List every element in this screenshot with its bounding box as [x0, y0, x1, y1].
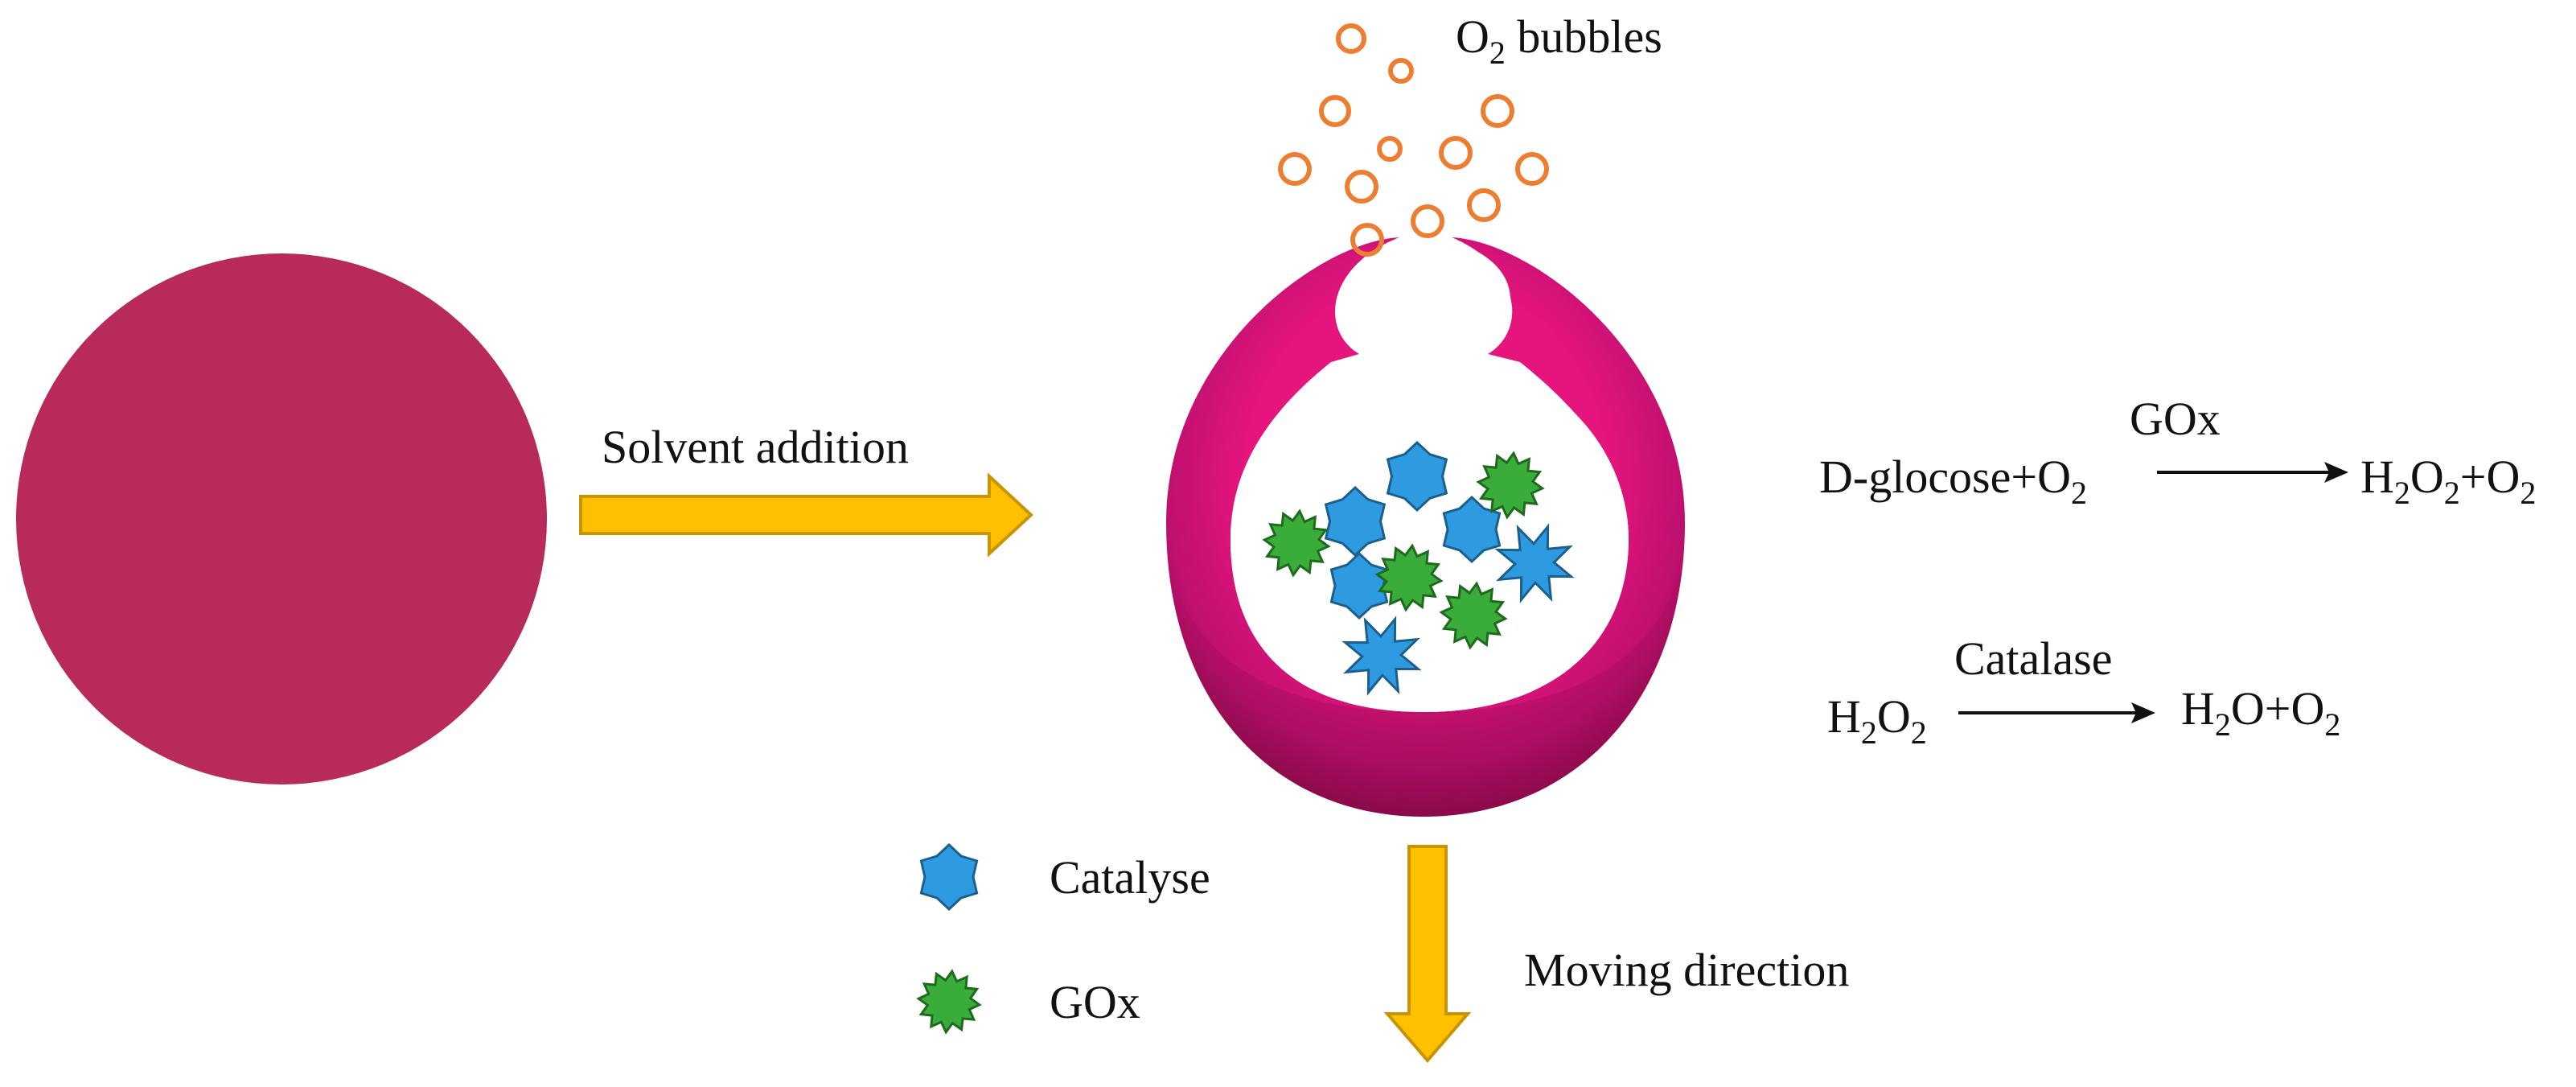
gox-shape — [1374, 543, 1444, 612]
gox-icon — [1262, 509, 1331, 578]
legend-gox-shape — [916, 969, 982, 1035]
moving-direction-arrow — [1383, 845, 1472, 1064]
reaction2-arrowhead — [2131, 702, 2155, 723]
gox-shape — [1439, 581, 1508, 650]
moving-direction-label: Moving direction — [1524, 944, 1849, 996]
catalase-icon — [1324, 485, 1387, 558]
reaction1-enzyme: GOx — [2130, 393, 2221, 445]
bubble — [1278, 152, 1312, 186]
catalase-shape — [1442, 495, 1502, 564]
polymer-particle — [16, 253, 547, 784]
reaction2-reactants: H2O2 — [1827, 690, 1927, 751]
reaction2-enzyme: Catalase — [1954, 632, 2112, 685]
reaction2-products: H2O+O2 — [2181, 682, 2340, 743]
reaction-gox: GOx D-glocose+O2 H2O2+O2 — [1819, 393, 2536, 511]
gox-icon — [1439, 581, 1508, 650]
bubbles-label: O2 bubbles — [1456, 10, 1662, 71]
reaction-catalase: Catalase H2O2 H2O+O2 — [1827, 632, 2340, 751]
bubble — [1515, 152, 1549, 186]
catalase-shape — [1494, 523, 1575, 603]
bubble — [1467, 188, 1501, 222]
legend-gox-label: GOx — [1050, 976, 1140, 1028]
catalase-icon — [1386, 440, 1448, 513]
capsule — [1166, 237, 1685, 817]
gox-icon — [1476, 451, 1545, 520]
legend-catalase-shape — [919, 842, 979, 912]
bubble — [1481, 94, 1514, 128]
gox-icon — [1374, 543, 1444, 612]
bubble — [1388, 58, 1414, 84]
reaction1-products: H2O2+O2 — [2360, 451, 2536, 511]
legend: Catalyse GOx — [916, 842, 1210, 1035]
solvent-addition-arrow — [579, 472, 1033, 558]
catalase-shape — [1341, 616, 1422, 696]
catalase-shape — [1324, 485, 1387, 558]
catalase-icon — [1341, 616, 1422, 696]
bubble — [1345, 170, 1378, 204]
gox-shape — [1262, 509, 1331, 578]
catalase-shape — [1386, 440, 1448, 513]
bubble — [1377, 136, 1403, 162]
gox-shape — [1476, 451, 1545, 520]
bubble — [1411, 204, 1444, 238]
reaction1-arrowhead — [2324, 462, 2348, 483]
solvent-addition-label: Solvent addition — [602, 421, 909, 473]
legend-gox-icon — [916, 969, 982, 1035]
oxygen-bubbles — [1278, 23, 1549, 257]
bubble — [1439, 136, 1473, 170]
bubble — [1319, 95, 1351, 127]
catalase-icon — [1442, 495, 1502, 564]
bubble — [1350, 223, 1384, 257]
bubble — [1336, 23, 1366, 54]
catalase-icon — [1494, 523, 1575, 603]
legend-catalase-icon — [919, 842, 979, 912]
capsule-shell — [1166, 237, 1685, 817]
capsule-shade — [1166, 523, 1685, 817]
enzyme-cluster — [1262, 440, 1575, 696]
reaction1-reactants: D-glocose+O2 — [1819, 451, 2087, 511]
legend-catalase-label: Catalyse — [1050, 851, 1210, 904]
